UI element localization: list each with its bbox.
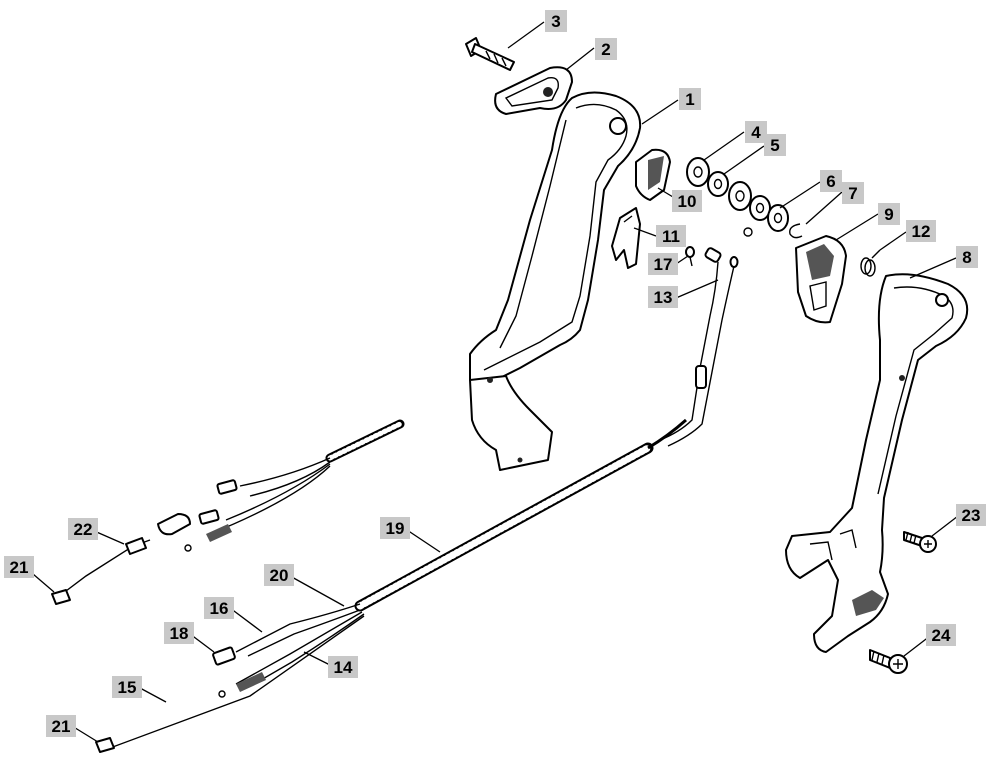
part-4-5-6-washers (686, 157, 789, 232)
svg-text:16: 16 (210, 599, 229, 618)
part-17-terminal (685, 246, 722, 267)
callout-5: 5 (764, 134, 786, 156)
callout-21-upper: 21 (4, 556, 34, 578)
part-19-conduit (354, 418, 687, 612)
svg-text:12: 12 (912, 222, 931, 241)
svg-text:11: 11 (662, 227, 680, 246)
svg-text:1: 1 (685, 90, 694, 109)
part-9-switch (795, 235, 847, 324)
part-20-harness (95, 603, 365, 753)
svg-text:22: 22 (74, 520, 93, 539)
callout-23: 23 (956, 504, 986, 526)
svg-text:15: 15 (118, 678, 137, 697)
callout-15: 15 (112, 676, 142, 698)
svg-text:19: 19 (386, 519, 405, 538)
callout-24: 24 (926, 624, 956, 646)
callout-18: 18 (164, 622, 194, 644)
callout-2: 2 (595, 38, 617, 60)
part-24-screw (869, 649, 908, 674)
callout-21-lower: 21 (46, 715, 76, 737)
callout-8: 8 (956, 246, 978, 268)
svg-text:3: 3 (551, 12, 560, 31)
callout-4: 4 (745, 121, 767, 143)
svg-text:14: 14 (334, 658, 353, 677)
svg-text:10: 10 (678, 192, 697, 211)
callout-19: 19 (380, 517, 410, 539)
callout-12: 12 (906, 220, 936, 242)
upper-harness (51, 419, 405, 605)
callout-6: 6 (820, 170, 842, 192)
callout-3: 3 (545, 10, 567, 32)
svg-text:18: 18 (170, 624, 189, 643)
part-12-spring (860, 249, 881, 277)
callout-11: 11 (656, 225, 686, 247)
part-7-clip (789, 223, 803, 239)
svg-text:21: 21 (52, 717, 71, 736)
callout-7: 7 (842, 182, 864, 204)
svg-text:5: 5 (770, 136, 779, 155)
svg-text:8: 8 (962, 248, 971, 267)
svg-text:20: 20 (270, 566, 289, 585)
callout-10: 10 (672, 190, 702, 212)
svg-text:21: 21 (10, 558, 29, 577)
svg-text:7: 7 (848, 184, 857, 203)
part-8-handle-half (785, 273, 969, 653)
part-1-handle-housing (469, 91, 642, 471)
part-10-trigger (635, 148, 671, 201)
callout-20: 20 (264, 564, 294, 586)
part-23-screw (903, 531, 937, 553)
svg-text:23: 23 (962, 506, 981, 525)
svg-text:2: 2 (601, 40, 610, 59)
svg-text:24: 24 (932, 626, 951, 645)
callout-14: 14 (328, 656, 358, 678)
svg-text:13: 13 (654, 288, 673, 307)
svg-text:17: 17 (654, 255, 673, 274)
callout-22: 22 (68, 518, 98, 540)
callout-1: 1 (679, 88, 701, 110)
part-3-bolt (465, 37, 515, 71)
part-2-bracket (494, 66, 573, 115)
svg-text:6: 6 (826, 172, 835, 191)
part-11-lever (611, 207, 641, 269)
callout-16: 16 (204, 597, 234, 619)
callout-9: 9 (878, 203, 900, 225)
svg-text:4: 4 (751, 123, 761, 142)
svg-text:9: 9 (884, 205, 893, 224)
callout-17: 17 (648, 253, 678, 275)
callout-13: 13 (648, 286, 678, 308)
